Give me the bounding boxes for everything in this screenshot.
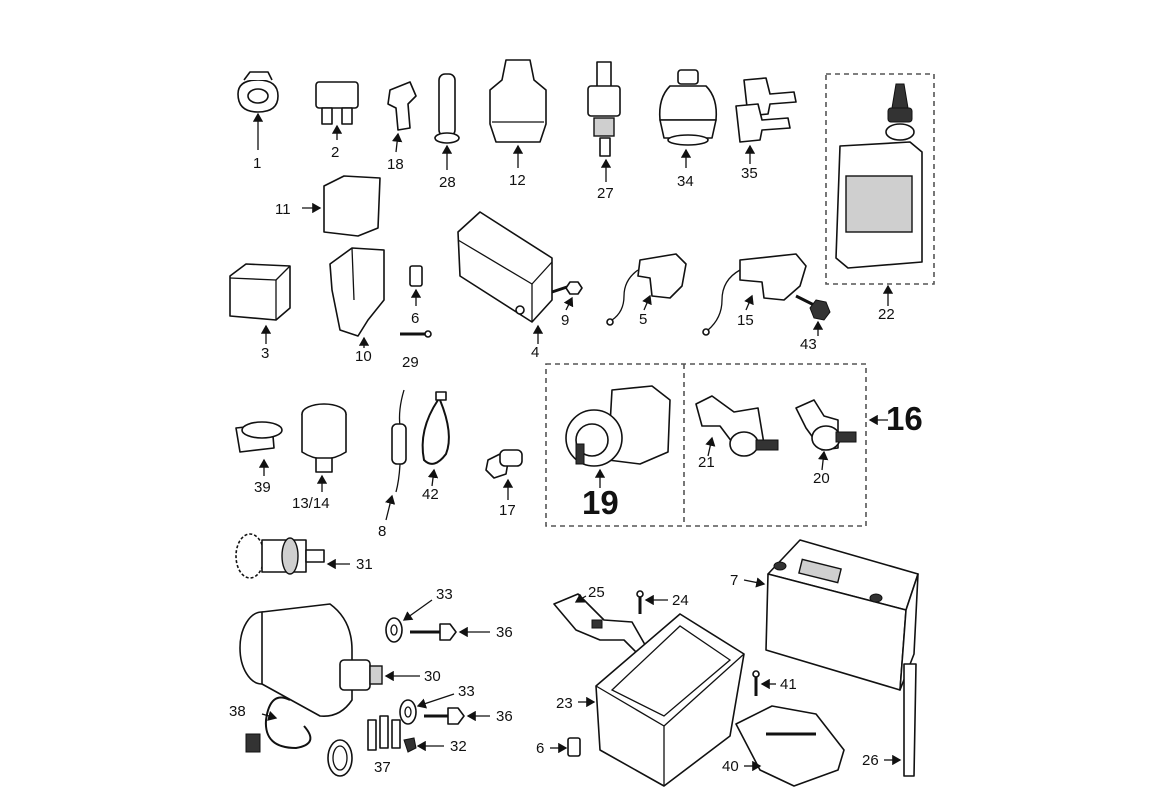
part-label-9: 9 xyxy=(561,312,570,329)
part-label-29: 29 xyxy=(402,354,419,371)
connector-part xyxy=(735,77,797,164)
part-label-17: 17 xyxy=(499,502,516,519)
part-label-12: 12 xyxy=(509,172,526,189)
part-label-43: 43 xyxy=(800,336,817,353)
part-label-5: 5 xyxy=(639,311,648,328)
part-label-8: 8 xyxy=(378,523,387,540)
part-label-13-14: 13/14 xyxy=(292,495,330,512)
part-label-40: 40 xyxy=(722,758,739,775)
part-label-38: 38 xyxy=(229,703,246,720)
part-label-18: 18 xyxy=(387,156,404,173)
part-label-16: 16 xyxy=(886,400,923,437)
regulator-part xyxy=(457,211,553,344)
part-label-20: 20 xyxy=(813,470,830,487)
part-label-11: 11 xyxy=(275,201,291,218)
starter-motor-part xyxy=(239,603,420,717)
spacer-part xyxy=(485,449,523,500)
sensor-large-part xyxy=(702,253,807,336)
helmet-lock-part xyxy=(795,399,857,471)
washer-bolt-bottom-part xyxy=(399,693,490,725)
part-label-37: 37 xyxy=(374,759,391,776)
bolt-part xyxy=(551,281,583,311)
terminal-set-part xyxy=(367,715,444,753)
part-label-15: 15 xyxy=(737,312,754,329)
seat-lock-part xyxy=(695,395,779,457)
part-label-6b: 6 xyxy=(536,740,545,757)
part-label-27: 27 xyxy=(597,185,614,202)
sensor-small-part xyxy=(606,253,687,326)
cable-tie-part xyxy=(421,391,450,487)
part-label-10: 10 xyxy=(355,348,372,365)
ignition-switch-part xyxy=(565,385,671,488)
part-label-21: 21 xyxy=(698,454,715,471)
part-label-6a: 6 xyxy=(411,310,420,327)
battery-tray-part xyxy=(578,613,745,787)
ignition-kit-part xyxy=(545,363,888,527)
battery-part xyxy=(743,539,919,691)
plate-bracket-part xyxy=(553,593,649,657)
part-label-26: 26 xyxy=(862,752,879,769)
part-label-31: 31 xyxy=(356,556,373,573)
o-ring-part xyxy=(327,739,353,777)
part-label-7: 7 xyxy=(730,572,739,589)
part-label-3: 3 xyxy=(261,345,270,362)
part-label-35: 35 xyxy=(741,165,758,182)
fuse-part xyxy=(315,81,359,140)
part-label-41: 41 xyxy=(780,676,797,693)
relay-part xyxy=(229,263,291,344)
screw-battery-part xyxy=(752,670,776,696)
bracket-part xyxy=(329,247,385,348)
part-label-24: 24 xyxy=(672,592,689,609)
part-label-19: 19 xyxy=(582,484,619,521)
part-label-36b: 36 xyxy=(496,708,513,725)
clip-part xyxy=(387,81,417,153)
part-label-33b: 33 xyxy=(458,683,475,700)
starter-gear-part xyxy=(235,533,350,579)
boot-part xyxy=(489,59,547,168)
washer-bolt-top-part xyxy=(385,599,490,643)
harness-part xyxy=(245,696,312,753)
part-label-2: 2 xyxy=(331,144,340,161)
clamp-part xyxy=(237,71,279,150)
bellows-part xyxy=(658,69,718,168)
switch-part xyxy=(587,61,621,182)
part-label-32: 32 xyxy=(450,738,467,755)
screw-part xyxy=(400,330,432,338)
part-label-34: 34 xyxy=(677,173,694,190)
flange-bolt-part xyxy=(795,294,831,336)
fuse-wire-part xyxy=(385,389,407,521)
mesh-box-part xyxy=(302,175,381,237)
battery-pad-part xyxy=(735,705,845,787)
cap-part xyxy=(434,73,460,170)
part-label-33a: 33 xyxy=(436,586,453,603)
breather-tube-part xyxy=(884,663,917,777)
part-label-1: 1 xyxy=(253,155,262,172)
part-label-36a: 36 xyxy=(496,624,513,641)
part-label-28: 28 xyxy=(439,174,456,191)
oil-bottle-part xyxy=(825,73,935,306)
socket-part xyxy=(301,403,347,492)
part-label-23: 23 xyxy=(556,695,573,712)
screw-small-part xyxy=(636,590,668,614)
clip-nut-lower-part xyxy=(550,737,581,757)
part-label-25: 25 xyxy=(588,584,605,601)
clip-nut-part xyxy=(409,265,423,306)
part-label-4: 4 xyxy=(531,344,540,361)
part-label-30: 30 xyxy=(424,668,441,685)
part-label-22: 22 xyxy=(878,306,895,323)
part-label-39: 39 xyxy=(254,479,271,496)
cap-ring-part xyxy=(235,421,283,476)
part-label-42: 42 xyxy=(422,486,439,503)
